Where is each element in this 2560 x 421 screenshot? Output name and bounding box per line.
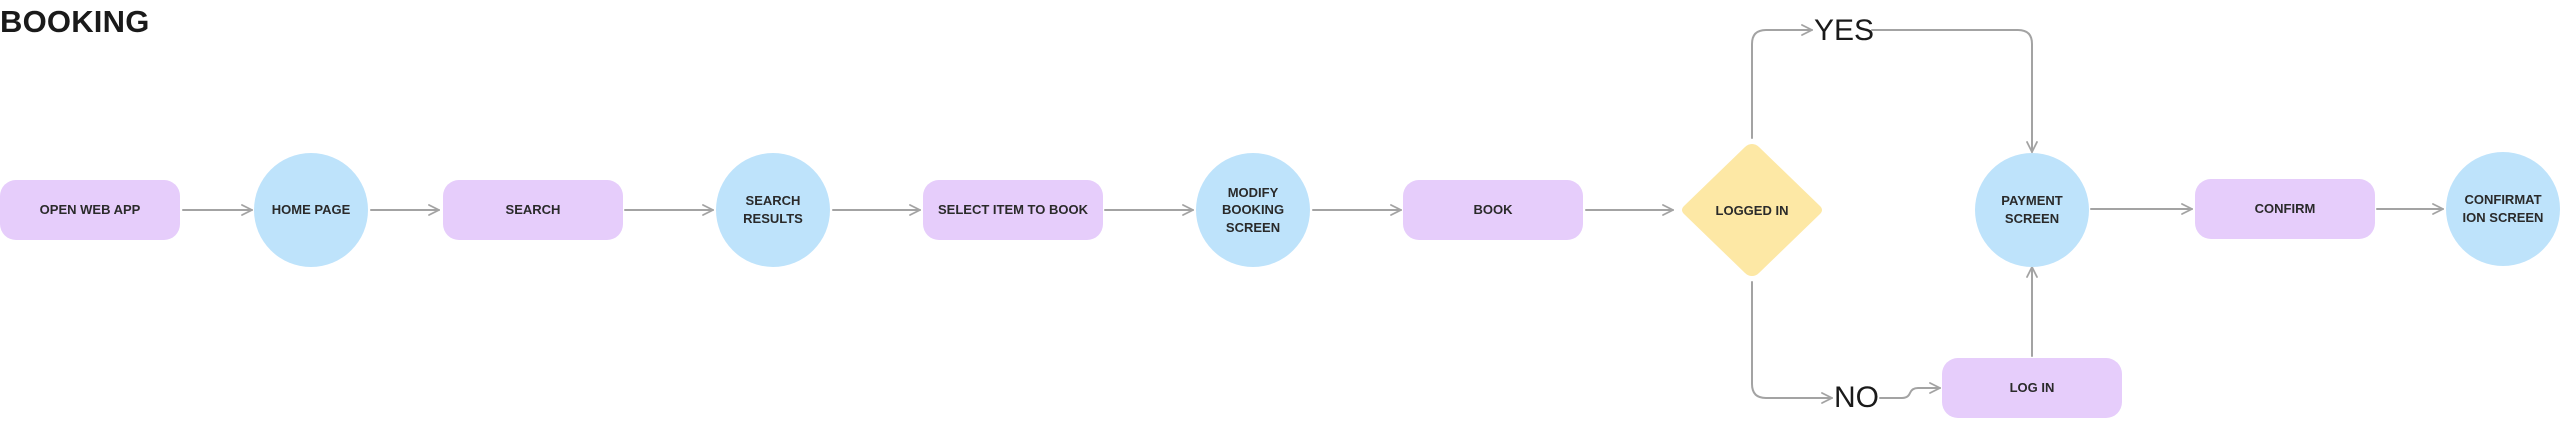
branch-yes-label: YES [1814,14,1875,47]
branch-no-label: NO [1834,381,1879,414]
connector-no-to-login [1879,382,1941,399]
node-search-results: SEARCH RESULTS [716,153,830,267]
node-select-item: SELECT ITEM TO BOOK [923,180,1103,240]
decision-label: LOGGED IN [1715,202,1789,218]
node-log-in: LOG IN [1942,358,2122,418]
node-home-page: HOME PAGE [254,153,368,267]
node-search: SEARCH [443,180,623,240]
connector-decision-to-yes [1751,24,1813,139]
node-modify-booking: MODIFY BOOKING SCREEN [1196,153,1310,267]
connector-yes-to-payment [1871,29,2038,153]
node-open-web-app: OPEN WEB APP [0,180,180,240]
node-confirmation-screen: CONFIRMAT ION SCREEN [2446,152,2560,266]
connector-decision-to-no [1751,281,1833,404]
node-confirm: CONFIRM [2195,179,2375,239]
decision-diamond [1682,144,1822,276]
node-logged-in: LOGGED IN [1677,140,1827,280]
node-payment-screen: PAYMENT SCREEN [1975,153,2089,267]
node-book: BOOK [1403,180,1583,240]
page-title: BOOKING [0,4,150,39]
